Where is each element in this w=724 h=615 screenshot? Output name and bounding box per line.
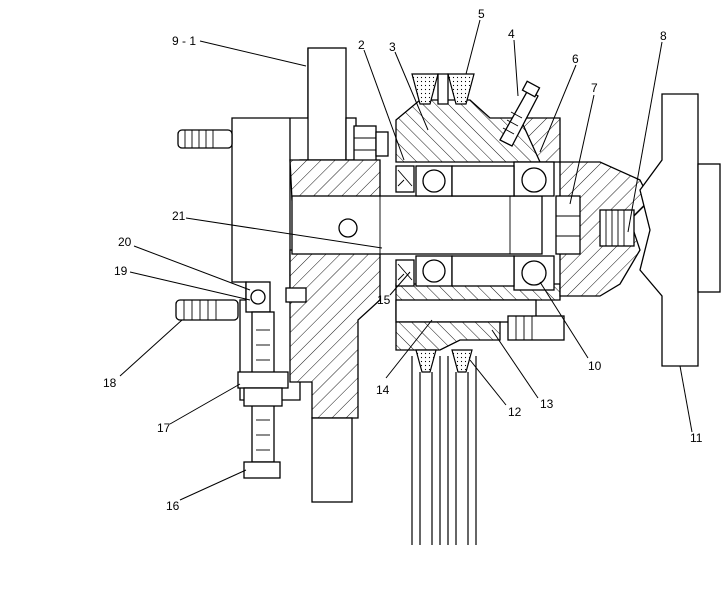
callout-6: 6 — [572, 52, 579, 66]
callout-16: 16 — [166, 499, 180, 513]
bearing-left-lower — [415, 255, 453, 287]
upper-stud — [177, 129, 233, 149]
callout-7: 7 — [591, 81, 598, 95]
housing-body — [289, 159, 381, 503]
callout-18: 18 — [103, 376, 117, 390]
shaft-end-nut — [555, 195, 581, 255]
belt-lines — [411, 356, 477, 545]
callout-9-1: 9 - 1 — [172, 34, 196, 48]
callout-3: 3 — [389, 40, 396, 54]
callout-11: 11 — [690, 431, 703, 445]
callout-5: 5 — [478, 7, 485, 21]
callout-10: 10 — [588, 359, 602, 373]
callout-19: 19 — [114, 264, 128, 278]
bearing-right-lower — [513, 255, 555, 291]
upper-nut — [353, 125, 389, 163]
bolt-19-20 — [245, 281, 307, 313]
lower-pulley — [395, 299, 565, 373]
fan-flange — [639, 93, 721, 367]
callout-2: 2 — [358, 38, 365, 52]
leader-lines — [119, 19, 693, 501]
callout-14: 14 — [376, 383, 390, 397]
callout-20: 20 — [118, 235, 132, 249]
callout-15: 15 — [377, 293, 391, 307]
bearing-left-upper — [415, 165, 453, 197]
callout-13: 13 — [540, 397, 554, 411]
grease-fitting — [499, 80, 541, 147]
callout-12: 12 — [508, 405, 522, 419]
jam-nut-17 — [237, 371, 289, 407]
callout-21: 21 — [172, 209, 186, 223]
bearing-right-upper — [513, 161, 555, 197]
shaft — [291, 195, 543, 255]
lower-stud-18 — [175, 299, 239, 321]
callout-17: 17 — [157, 421, 171, 435]
seal-upper — [395, 165, 415, 193]
pulley-groove-top — [411, 73, 475, 105]
seal-lower — [395, 259, 415, 287]
callout-8: 8 — [660, 29, 667, 43]
bearing-spacer — [451, 165, 515, 287]
callout-4: 4 — [508, 27, 515, 41]
